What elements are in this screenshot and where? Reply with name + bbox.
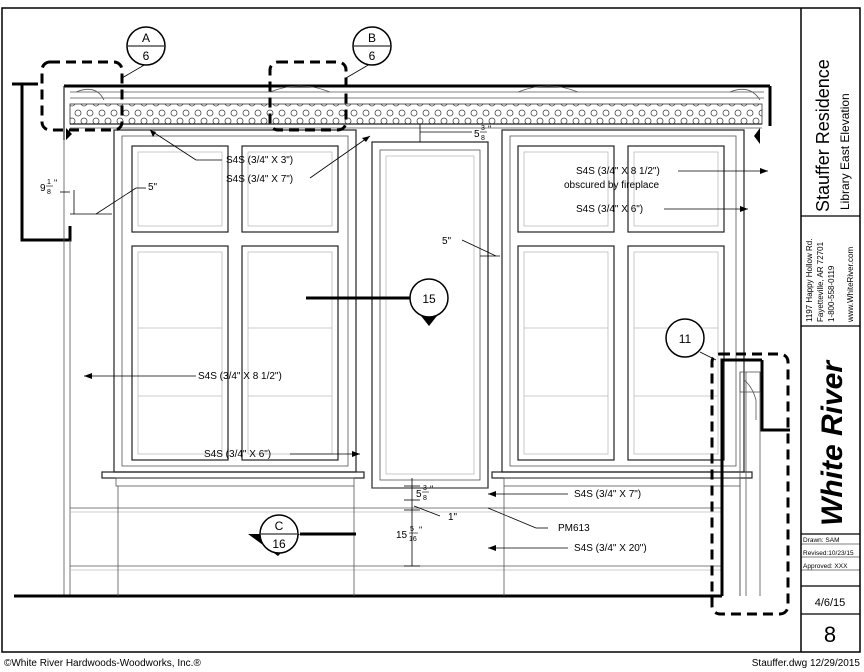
leader-arrowheads	[84, 130, 768, 551]
callout-c-letter: C	[275, 519, 284, 533]
copyright-notice: ©White River Hardwoods-Woodworks, Inc.®	[4, 658, 201, 669]
left-window	[101, 129, 365, 487]
sheet-number: 8	[824, 622, 836, 647]
revised-date: Revised:10/23/15	[803, 550, 854, 557]
dim-5-3-8-top-mark: "	[488, 124, 491, 134]
callout-a-sheet: 6	[143, 49, 150, 63]
dim-5-3-8-bot-mark: "	[430, 484, 433, 494]
label-s4s-6-right: S4S (3/4" X 6")	[576, 204, 643, 215]
detail-box-11[interactable]	[710, 352, 790, 616]
annotations: S4S (3/4" X 3") S4S (3/4" X 7") S4S (3/4…	[40, 124, 660, 554]
dim-5-3-8-bot-num: 3	[423, 485, 427, 492]
wainscot	[70, 486, 741, 596]
dim-9-1-8-whole: 9	[40, 183, 46, 194]
drawn-by: Drawn: SAM	[803, 537, 839, 544]
dim-5-center: 5"	[442, 236, 452, 247]
white-river-logo: White River	[816, 359, 849, 526]
section-callout-15[interactable]: 15	[306, 278, 449, 326]
dimension-lines	[60, 124, 500, 567]
label-s4s-20: S4S (3/4" X 20")	[574, 543, 647, 554]
callout-11[interactable]: 11	[665, 318, 717, 361]
dim-5-3-8-bot-den: 8	[423, 495, 427, 502]
label-s4s-3x3: S4S (3/4" X 3")	[226, 155, 293, 166]
dim-5-3-8-top-whole: 5	[474, 129, 480, 140]
file-stamp: Stauffer.dwg 12/29/2015	[752, 658, 861, 669]
label-pm613: PM613	[558, 523, 590, 534]
leader-lines	[84, 129, 768, 549]
callout-c-sheet: 16	[272, 537, 286, 551]
dim-5-left: 5"	[148, 182, 158, 193]
dim-5-3-8-top-den: 8	[481, 135, 485, 142]
crown-molding	[12, 82, 772, 144]
callout-b-letter: B	[368, 31, 376, 45]
dim-9-1-8-den: 8	[47, 189, 51, 196]
callout-b[interactable]: B 6	[345, 26, 392, 79]
fireplace-pilaster	[720, 358, 790, 596]
callout-11-number: 11	[679, 332, 692, 346]
callout-a[interactable]: A 6	[121, 26, 166, 79]
sheet-border	[1, 7, 861, 653]
detail-box-b[interactable]	[268, 60, 348, 132]
callout-b-sheet: 6	[369, 49, 376, 63]
dim-9-1-8-mark: "	[54, 178, 57, 188]
phone: 1-800-558-0119	[827, 265, 836, 322]
dim-15-5-16-whole: 15	[396, 530, 408, 541]
sheet-title: Library East Elevation	[838, 93, 852, 210]
label-s4s-3x7-upper: S4S (3/4" X 7")	[226, 174, 293, 185]
dim-9-1-8-num: 1	[47, 179, 51, 186]
dim-1: 1"	[448, 512, 458, 523]
label-obscured: obscured by fireplace	[564, 180, 659, 191]
detail-box-a[interactable]	[40, 60, 124, 132]
left-wall	[12, 82, 722, 598]
address-line1: 1197 Happy Hollow Rd.	[805, 239, 814, 322]
project-title: Stauffer Residence	[813, 59, 833, 212]
label-s4s-8half-right: S4S (3/4" X 8 1/2")	[576, 166, 660, 177]
dim-15-5-16-den: 16	[409, 536, 417, 543]
dim-15-5-16-mark: "	[419, 525, 422, 535]
label-s4s-8half-left: S4S (3/4" X 8 1/2")	[198, 371, 282, 382]
dim-15-5-16-num: 5	[410, 526, 414, 533]
issue-date: 4/6/15	[815, 597, 846, 609]
callout-a-letter: A	[142, 31, 150, 45]
dim-5-3-8-bot-whole: 5	[416, 489, 422, 500]
website: www.WhiteRiver.com	[846, 247, 855, 323]
approved-by: Approved: XXX	[803, 563, 848, 570]
label-s4s-7-lower: S4S (3/4" X 7")	[574, 489, 641, 500]
section-15-number: 15	[422, 292, 436, 306]
label-s4s-6-left: S4S (3/4" X 6")	[204, 449, 271, 460]
dim-5-3-8-top-num: 3	[481, 125, 485, 132]
section-callout-c[interactable]: C 16	[248, 514, 356, 556]
title-block: Stauffer Residence Library East Elevatio…	[801, 59, 860, 647]
address-line2: Fayetteville, AR 72701	[816, 241, 825, 322]
